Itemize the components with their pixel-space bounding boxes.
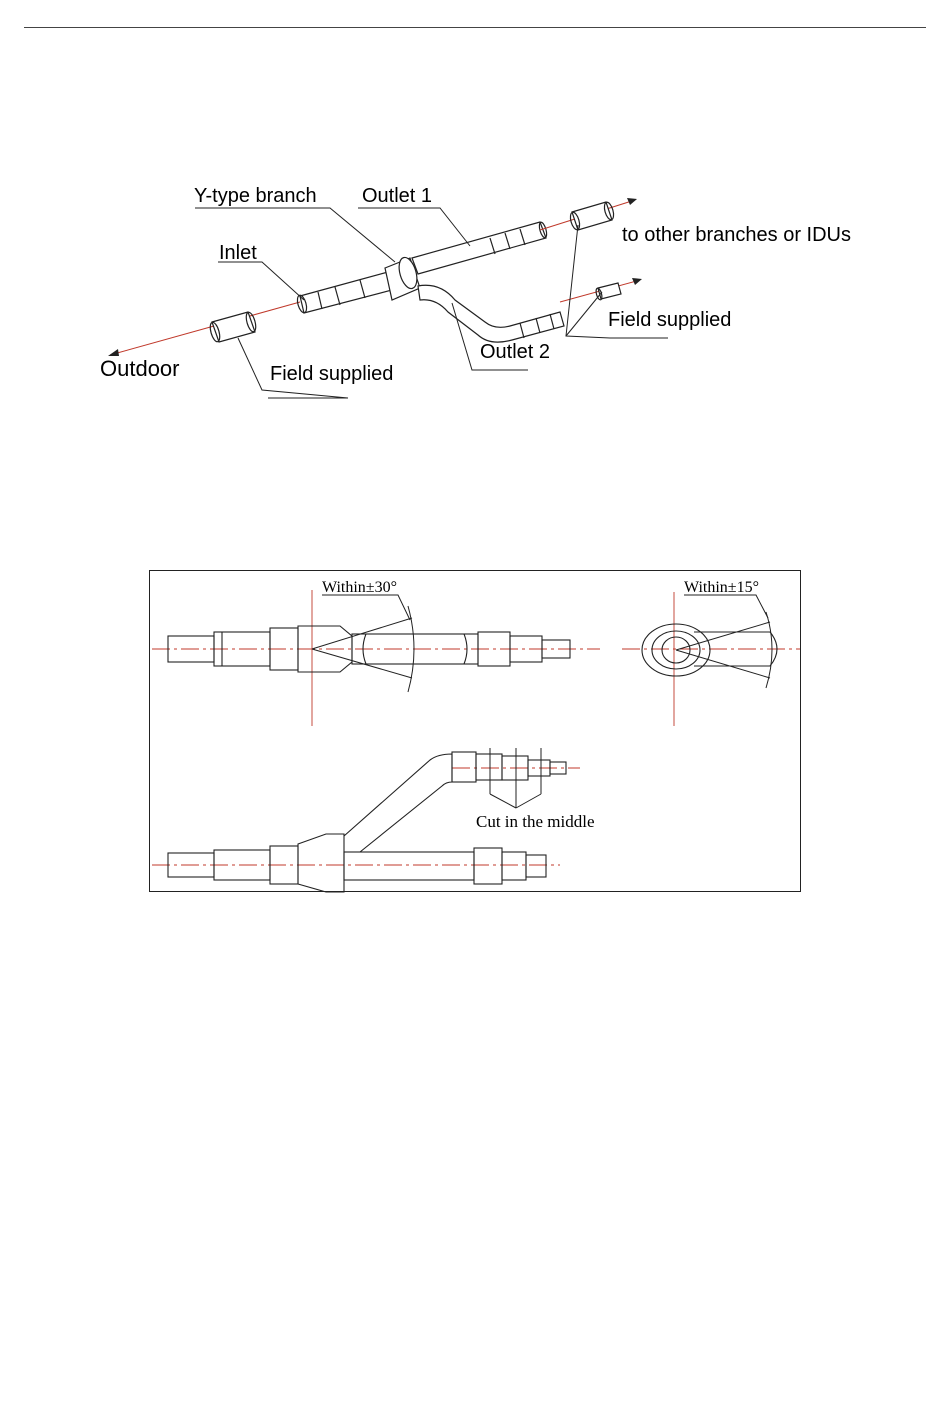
cut-middle-indicator bbox=[490, 748, 541, 808]
cut-in-the-middle-label: Cut in the middle bbox=[476, 813, 595, 830]
end-view-pipe bbox=[642, 624, 777, 676]
within-15-label: Within±15° bbox=[684, 580, 759, 596]
within-30-label: Within±30° bbox=[322, 580, 397, 596]
